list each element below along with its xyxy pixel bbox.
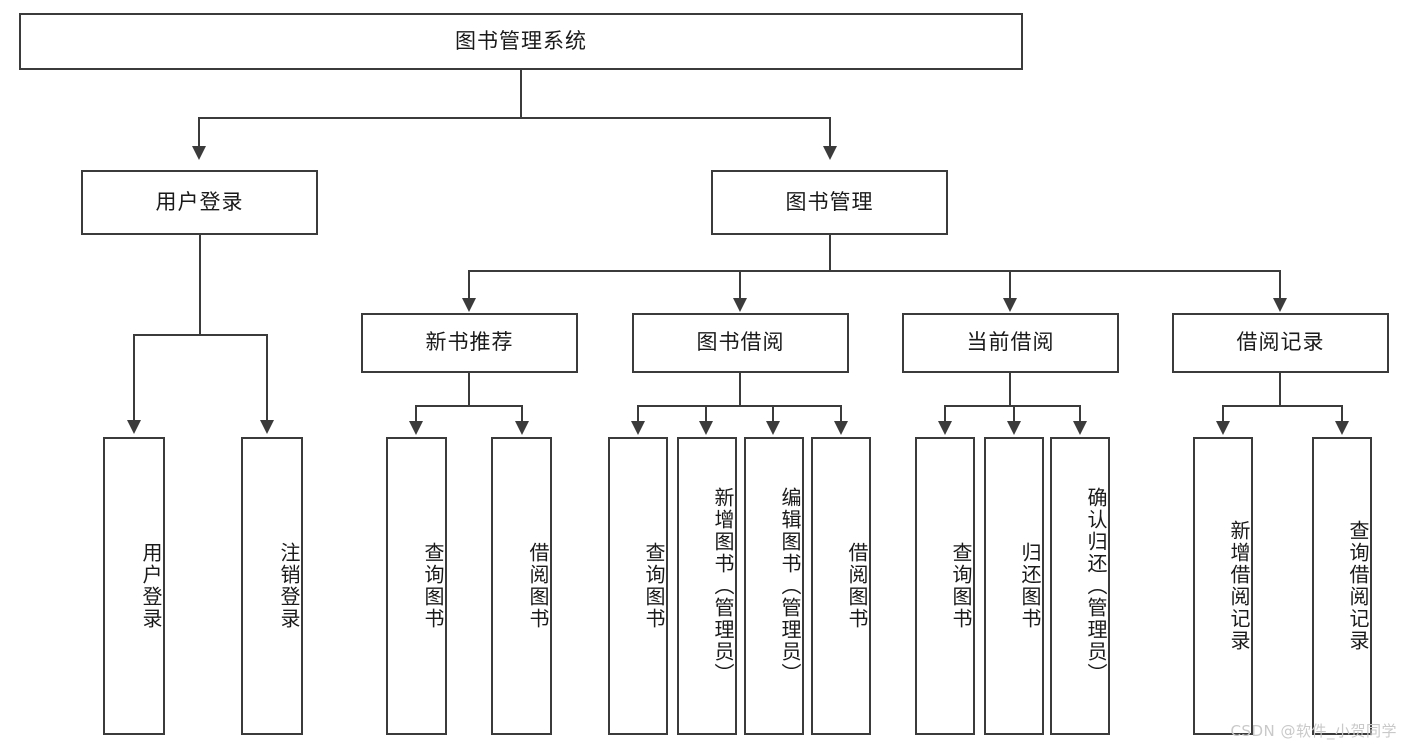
node-leaf-user-login[interactable]: 用户登录: [103, 437, 165, 735]
edge-user-login-bus: [133, 334, 267, 336]
arrow-br-leaf-2: [1335, 421, 1349, 435]
edge-root-bus: [198, 117, 830, 119]
arrow-root-to-user-login: [192, 146, 206, 160]
edge-bb-stem: [739, 373, 741, 406]
edge-bb-branch-3: [772, 405, 774, 423]
node-leaf-add-borrow-record[interactable]: 新增借阅记录: [1193, 437, 1253, 735]
arrow-cb-leaf-3: [1073, 421, 1087, 435]
edge-cb-branch-1: [944, 405, 946, 423]
arrow-cb-leaf-2: [1007, 421, 1021, 435]
arrow-br-leaf-1: [1216, 421, 1230, 435]
edge-bb-bus: [637, 405, 841, 407]
node-leaf-query-book-current[interactable]: 查询图书: [915, 437, 975, 735]
edge-root-to-user-login: [198, 117, 200, 147]
edge-bm-branch-3: [1009, 270, 1011, 299]
edge-user-login-branch-2: [266, 334, 268, 421]
edge-cb-bus: [944, 405, 1080, 407]
node-leaf-query-book-recommend[interactable]: 查询图书: [386, 437, 447, 735]
node-new-book-recommend[interactable]: 新书推荐: [361, 313, 578, 373]
node-leaf-add-book[interactable]: 新增图书（管理员）: [677, 437, 737, 735]
node-leaf-query-book-borrow[interactable]: 查询图书: [608, 437, 668, 735]
edge-bm-branch-1: [468, 270, 470, 299]
arrow-bm-to-borrow-record: [1273, 298, 1287, 312]
arrow-bb-leaf-3: [766, 421, 780, 435]
edge-br-bus: [1222, 405, 1342, 407]
edge-cb-branch-2: [1013, 405, 1015, 423]
edge-nbr-branch-2: [521, 405, 523, 423]
arrow-user-login-leaf-1: [127, 420, 141, 434]
edge-nbr-stem: [468, 373, 470, 406]
node-leaf-logout-login[interactable]: 注销登录: [241, 437, 303, 735]
node-leaf-query-borrow-record[interactable]: 查询借阅记录: [1312, 437, 1372, 735]
arrow-bb-leaf-2: [699, 421, 713, 435]
edge-user-login-branch-1: [133, 334, 135, 421]
node-book-management[interactable]: 图书管理: [711, 170, 948, 235]
arrow-bm-to-current-borrow: [1003, 298, 1017, 312]
node-leaf-confirm-return[interactable]: 确认归还（管理员）: [1050, 437, 1110, 735]
edge-cb-branch-3: [1079, 405, 1081, 423]
edge-root-to-book-management: [829, 117, 831, 147]
edge-root-stem: [520, 70, 522, 118]
edge-book-management-bus: [468, 270, 1280, 272]
node-book-borrow[interactable]: 图书借阅: [632, 313, 849, 373]
csdn-watermark: CSDN @软件_小贺同学: [1230, 722, 1397, 740]
arrow-nbr-leaf-2: [515, 421, 529, 435]
arrow-cb-leaf-1: [938, 421, 952, 435]
node-book-management-system[interactable]: 图书管理系统: [19, 13, 1023, 70]
node-leaf-return-book[interactable]: 归还图书: [984, 437, 1044, 735]
node-user-login[interactable]: 用户登录: [81, 170, 318, 235]
arrow-bb-leaf-1: [631, 421, 645, 435]
edge-bm-branch-4: [1279, 270, 1281, 299]
node-current-borrow[interactable]: 当前借阅: [902, 313, 1119, 373]
node-leaf-edit-book[interactable]: 编辑图书（管理员）: [744, 437, 804, 735]
edge-bb-branch-4: [840, 405, 842, 423]
edge-bm-branch-2: [739, 270, 741, 299]
edge-br-branch-1: [1222, 405, 1224, 423]
node-leaf-borrow-book-recommend[interactable]: 借阅图书: [491, 437, 552, 735]
edge-br-stem: [1279, 373, 1281, 406]
arrow-nbr-leaf-1: [409, 421, 423, 435]
arrow-bm-to-new-book-recommend: [462, 298, 476, 312]
edge-cb-stem: [1009, 373, 1011, 406]
arrow-root-to-book-management: [823, 146, 837, 160]
edge-nbr-branch-1: [415, 405, 417, 423]
edge-bb-branch-2: [705, 405, 707, 423]
node-leaf-borrow-book[interactable]: 借阅图书: [811, 437, 871, 735]
arrow-bm-to-book-borrow: [733, 298, 747, 312]
edge-br-branch-2: [1341, 405, 1343, 423]
edge-user-login-stem: [199, 235, 201, 335]
edge-book-management-stem: [829, 235, 831, 271]
arrow-bb-leaf-4: [834, 421, 848, 435]
edge-nbr-bus: [415, 405, 523, 407]
edge-bb-branch-1: [637, 405, 639, 423]
node-borrow-record[interactable]: 借阅记录: [1172, 313, 1389, 373]
arrow-user-login-leaf-2: [260, 420, 274, 434]
